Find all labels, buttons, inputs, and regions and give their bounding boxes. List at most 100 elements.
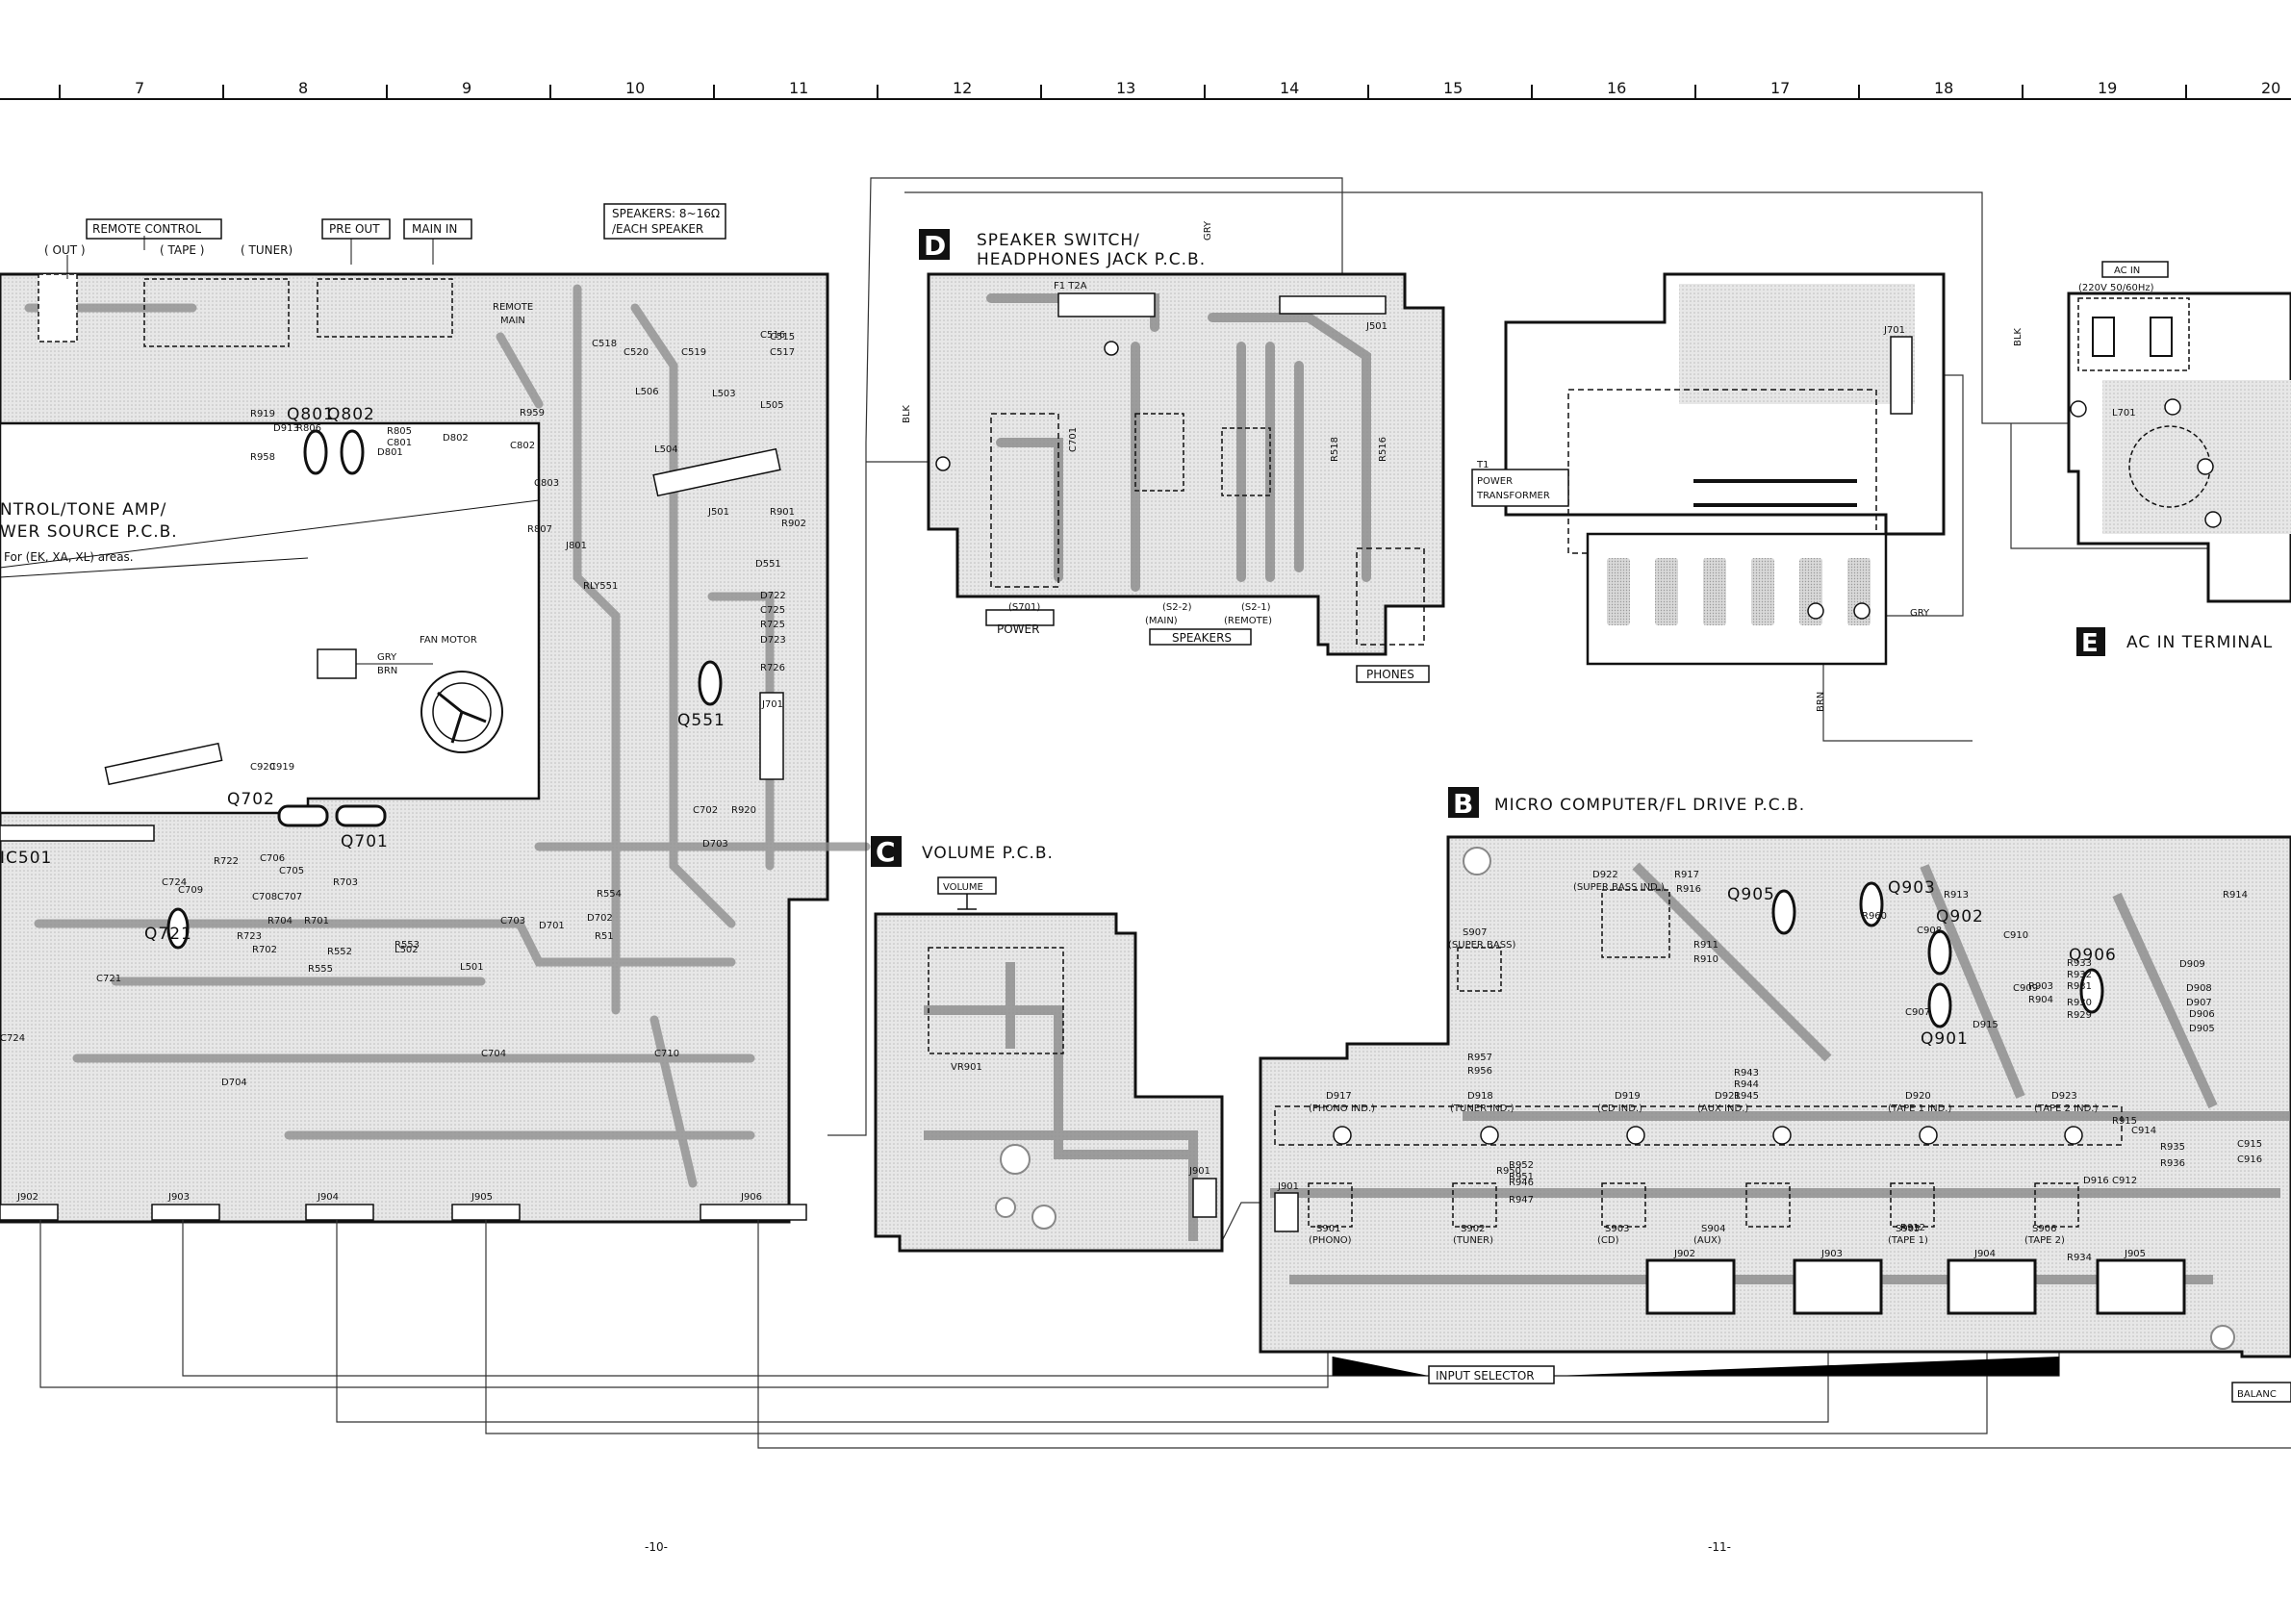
component-label: D801 <box>377 447 403 458</box>
component-label: C708 <box>252 892 277 902</box>
label-fan-brn: BRN <box>377 666 397 676</box>
transistor-label: Q901 <box>1921 1029 1969 1049</box>
component-label: R947 <box>1509 1195 1534 1205</box>
grid-column-label: 12 <box>953 79 972 97</box>
label-fuse: F1 T2A <box>1054 281 1087 292</box>
component-label: C703 <box>500 916 525 926</box>
label-s2-2: (S2-2) <box>1162 602 1192 613</box>
component-label: C721 <box>96 974 121 984</box>
component-label: R913 <box>1944 890 1969 901</box>
label-pre-out: PRE OUT <box>329 222 380 236</box>
label-power-transformer-1: POWER <box>1477 476 1513 487</box>
component-label: L503 <box>712 389 736 399</box>
component-label: C909 <box>2013 983 2038 994</box>
component-label: D551 <box>755 559 781 570</box>
label-s907-name: (SUPER BASS) <box>1448 940 1515 951</box>
component-label: R553 <box>395 940 420 951</box>
label-transformer-blk: BLK <box>2013 328 2024 346</box>
label-ac-spec: (220V 50/60Hz) <box>2078 283 2154 293</box>
jack-label: J903 <box>167 1192 190 1203</box>
component-label: C725 <box>760 605 785 616</box>
component-label: R943 <box>1734 1068 1759 1078</box>
page-number-left: -10- <box>645 1540 668 1554</box>
component-label: R920 <box>731 805 756 816</box>
label-r516: R516 <box>1378 437 1388 462</box>
component-label: L501 <box>460 962 484 973</box>
component-label: C520 <box>624 347 649 358</box>
amp-note: For (EK, XA, XL) areas. <box>4 550 134 564</box>
component-label: C908 <box>1917 926 1942 936</box>
component-label: D915 <box>1973 1020 1998 1030</box>
label-d-j501: J501 <box>1365 321 1387 332</box>
component-label: C515 <box>770 332 795 343</box>
board-D-letter: D <box>924 230 946 262</box>
component-label: R959 <box>520 408 545 419</box>
grid-column-label: 11 <box>789 79 808 97</box>
component-label: R903 <box>2028 981 2053 992</box>
switch-ref-label: S906 <box>2032 1224 2056 1234</box>
indicator-ref-label: D920 <box>1905 1091 1931 1102</box>
component-label: D909 <box>2179 959 2205 970</box>
switch-name-label: (TAPE 2) <box>2024 1235 2065 1246</box>
component-label: R916 <box>1676 884 1701 895</box>
board-E-title: AC IN TERMINAL <box>2126 633 2273 652</box>
label-s701: (S701) <box>1008 602 1040 613</box>
grid-column-label: 15 <box>1443 79 1463 97</box>
component-label: C803 <box>534 478 559 489</box>
label-power: POWER <box>997 622 1039 636</box>
component-label: C916 <box>2237 1155 2262 1165</box>
transistor-label: Q903 <box>1888 878 1936 898</box>
label-c701: C701 <box>1068 427 1079 452</box>
transistor-label: Q802 <box>327 405 375 424</box>
board-C-volume <box>871 836 1224 1253</box>
board-E-ac-in <box>2067 261 2291 656</box>
grid-column-label: 13 <box>1116 79 1135 97</box>
component-label: R51 <box>595 931 614 942</box>
component-label: R910 <box>1693 954 1718 965</box>
component-label: C707 <box>277 892 302 902</box>
jack-label: J901 <box>1277 1181 1299 1192</box>
label-l701: L701 <box>2112 408 2136 419</box>
label-j701: J701 <box>761 699 783 710</box>
grid-column-label: 18 <box>1934 79 1953 97</box>
component-label: C710 <box>654 1049 679 1059</box>
label-ac-in: AC IN <box>2114 266 2140 276</box>
jack-label: J902 <box>16 1192 38 1203</box>
label-vr901: VR901 <box>951 1062 982 1073</box>
component-label: R911 <box>1693 940 1718 951</box>
label-d-gry: GRY <box>1203 220 1213 241</box>
component-label: R933 <box>2067 958 2092 969</box>
component-label: D905 <box>2189 1024 2215 1034</box>
board-C-title: VOLUME P.C.B. <box>922 844 1054 863</box>
jack-label: J904 <box>317 1192 339 1203</box>
component-label: R904 <box>2028 995 2053 1005</box>
component-label: R901 <box>770 507 795 518</box>
component-label: R934 <box>2067 1253 2092 1263</box>
indicator-name-label: (AUX IND.) <box>1697 1104 1748 1114</box>
label-s2-1: (S2-1) <box>1241 602 1271 613</box>
switch-name-label: (AUX) <box>1693 1235 1721 1246</box>
label-main: MAIN <box>500 316 525 326</box>
transistor-label: Q801 <box>287 405 335 424</box>
component-label: R725 <box>760 620 785 630</box>
component-label: C724 <box>0 1033 25 1044</box>
component-label: D704 <box>221 1078 247 1088</box>
component-label: D703 <box>702 839 728 850</box>
component-label: R932 <box>2067 970 2092 980</box>
component-label: R805 <box>387 426 412 437</box>
component-label: R807 <box>527 524 552 535</box>
amp-board <box>0 203 871 1224</box>
grid-column-label: 20 <box>2261 79 2280 97</box>
component-label: C907 <box>1905 1007 1930 1018</box>
grid-column-label: 17 <box>1770 79 1790 97</box>
label-fan-motor: FAN MOTOR <box>420 635 477 646</box>
label-s2-remote: (REMOTE) <box>1224 616 1272 626</box>
component-label: C517 <box>770 347 795 358</box>
label-transformer-gry: GRY <box>1910 608 1930 619</box>
label-phones: PHONES <box>1366 668 1414 681</box>
fan-motor-icon <box>317 648 503 753</box>
component-label: D913 <box>273 423 299 434</box>
label-d-blk: BLK <box>902 405 912 423</box>
board-D-title-1: SPEAKER SWITCH/ <box>977 231 1140 250</box>
